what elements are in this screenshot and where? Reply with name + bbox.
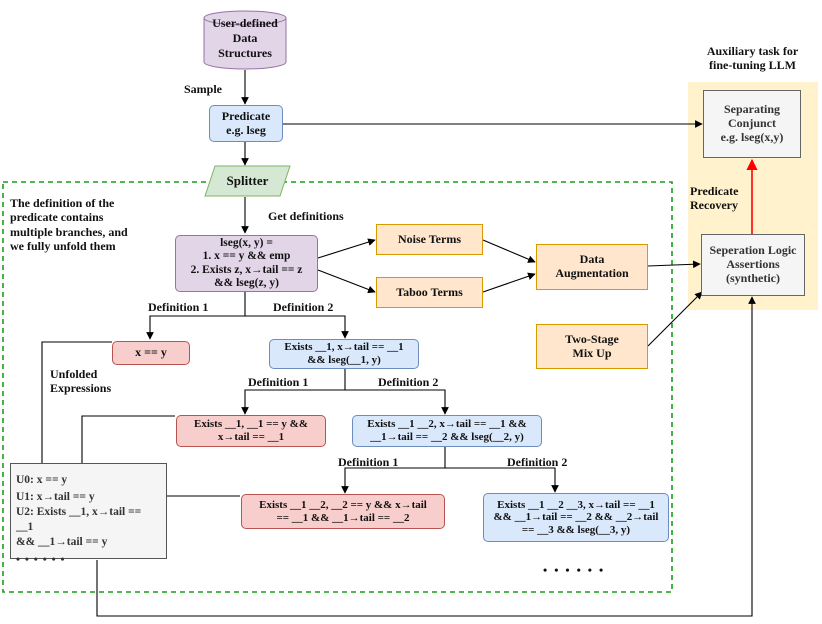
edge-lseg-noise bbox=[317, 238, 376, 259]
definition-1-label-b: Definition 1 bbox=[248, 375, 309, 389]
edge-lseg-branch-2 bbox=[245, 315, 349, 339]
edge-taboo-augment bbox=[482, 272, 536, 293]
edge-xy-u0 bbox=[38, 341, 112, 482]
edge-ex1-branch bbox=[241, 369, 346, 415]
edge-lseg-taboo bbox=[317, 269, 376, 294]
lseg-definition-node[interactable]: lseg(x, y) = 1. x == y && emp 2. Exists … bbox=[175, 235, 318, 292]
unfolded-expressions-box[interactable]: U0: x == y U1: x→tail == y U2: Exists __… bbox=[10, 463, 167, 566]
auxiliary-title: Auxiliary task for fine-tuning LLM bbox=[706, 44, 799, 73]
database-label: User-defined Data Structures bbox=[212, 16, 278, 60]
unfolded-u2: U2: Exists __1, x→tail == __1 && __1→tai… bbox=[16, 506, 142, 549]
definition-2-label-a: Definition 2 bbox=[273, 300, 334, 314]
database-cylinder bbox=[203, 10, 287, 70]
taboo-terms-node[interactable]: Taboo Terms bbox=[376, 277, 483, 308]
bottom-dots: • • • • • • bbox=[543, 563, 606, 577]
exists-3-red-node[interactable]: Exists __1 __2, __2 == y && x→tail == __… bbox=[241, 494, 445, 529]
get-definitions-label: Get definitions bbox=[268, 209, 344, 223]
unfolded-u1: U1: x→tail == y bbox=[16, 490, 95, 503]
definition-2-label-c: Definition 2 bbox=[507, 455, 568, 469]
exists-2-blue-node[interactable]: Exists __1 __2, x→tail == __1 && __1→tai… bbox=[352, 415, 542, 447]
sample-label: Sample bbox=[184, 82, 223, 96]
separating-conjunct-node[interactable]: Separating Conjunct e.g. lseg(x,y) bbox=[703, 90, 801, 158]
predicate-node[interactable]: Predicate e.g. lseg bbox=[209, 105, 283, 142]
edge-ex2-branch-2 bbox=[445, 467, 559, 493]
exists-3-blue-node[interactable]: Exists __1 __2 __3, x→tail == __1 && __1… bbox=[483, 493, 669, 542]
edge-ex2-branch bbox=[341, 447, 446, 494]
x-eq-y-node[interactable]: x == y bbox=[112, 341, 190, 365]
edge-lseg-branch bbox=[146, 292, 246, 340]
edge-augment-assertions bbox=[647, 260, 701, 269]
definition-1-label-a: Definition 1 bbox=[148, 300, 209, 314]
edge-noise-augment bbox=[482, 239, 536, 263]
definition-1-label-c: Definition 1 bbox=[338, 455, 399, 469]
unfolding-region bbox=[2, 181, 673, 593]
edge-ex2red-u1 bbox=[78, 415, 175, 486]
two-stage-mixup-node[interactable]: Two-Stage Mix Up bbox=[536, 324, 648, 369]
noise-terms-node[interactable]: Noise Terms bbox=[376, 224, 483, 255]
edge-unfolded-assertions bbox=[96, 296, 756, 617]
definition-2-label-b: Definition 2 bbox=[378, 375, 439, 389]
splitter-label[interactable]: Splitter bbox=[226, 173, 269, 188]
exists-2-red-node[interactable]: Exists __1, __1 == y && x→tail == __1 bbox=[176, 415, 326, 447]
unfolded-dots: • • • • • • bbox=[16, 554, 66, 567]
definition-description: The definition of the predicate contains… bbox=[10, 196, 128, 254]
data-augmentation-node[interactable]: Data Augmentation bbox=[536, 244, 648, 290]
assertions-node[interactable]: Seperation Logic Assertions (synthetic) bbox=[701, 234, 805, 296]
edge-ex1-branch-2 bbox=[345, 389, 449, 415]
exists-1-node[interactable]: Exists __1, x→tail == __1 && lseg(__1, y… bbox=[269, 339, 419, 369]
edge-twostage-assertions bbox=[647, 291, 703, 347]
unfolded-u0: U0: x == y bbox=[16, 474, 68, 486]
splitter-shape bbox=[204, 165, 291, 197]
unfolded-expressions-label: Unfolded Expressions bbox=[50, 367, 112, 396]
predicate-recovery-label: Predicate Recovery bbox=[690, 184, 739, 213]
